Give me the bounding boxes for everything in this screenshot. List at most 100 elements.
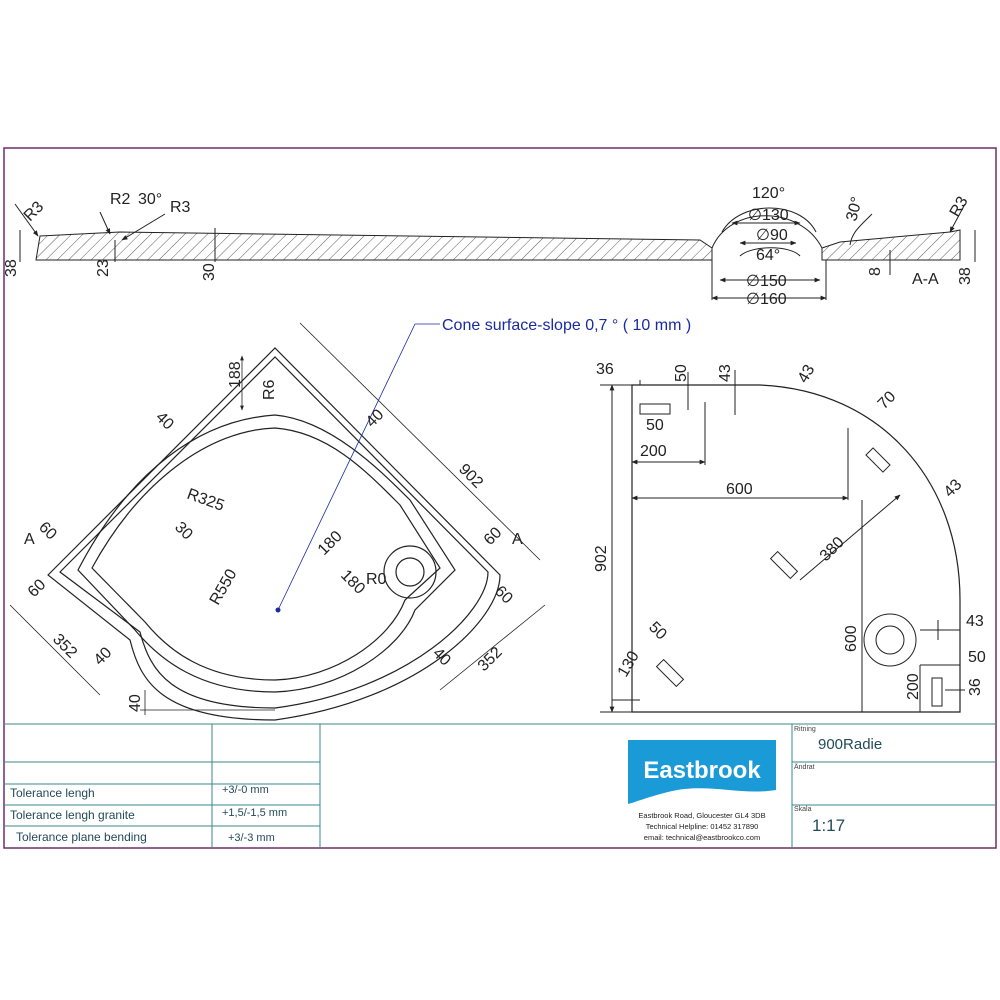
dim-r3-left: R3 (21, 198, 48, 225)
eastbrook-logo: Eastbrook (628, 740, 776, 804)
dim-43-r2: 43 (966, 613, 984, 630)
template-view (600, 370, 965, 713)
dim-r325: R325 (185, 486, 227, 515)
tolerance-value-3: +3/-3 mm (228, 832, 275, 844)
dim-60-r2: 60 (491, 583, 516, 608)
dim-50-small: 50 (646, 417, 664, 434)
template-drain-outer (863, 613, 917, 667)
template-drain-inner (875, 625, 905, 655)
section-label: A-A (912, 271, 939, 288)
dim-180-b: 180 (337, 567, 368, 598)
dim-h8: 8 (867, 267, 884, 276)
dim-h30: 30 (201, 263, 218, 281)
company-info: Eastbrook Road, Gloucester GL4 3DB Techn… (612, 810, 792, 843)
dim-43-arc: 43 (795, 362, 819, 386)
dim-30: 30 (171, 519, 196, 544)
field-label-2: Skala (794, 806, 812, 813)
drawing-frame (3, 147, 997, 849)
dim-r550: R550 (207, 566, 241, 608)
dim-50-r2: 50 (968, 649, 986, 666)
dim-36-top: 36 (596, 361, 614, 378)
dim-43-top: 43 (717, 364, 734, 382)
drain-outer (383, 545, 437, 599)
template-slot-3 (865, 447, 891, 473)
dim-d160: ∅160 (746, 291, 787, 308)
section-mark-right: A (512, 531, 523, 548)
dim-40-br: 40 (429, 645, 454, 670)
dim-43-right: 43 (941, 476, 966, 501)
company-email: email: technical@eastbrookco.com (643, 833, 761, 842)
dim-600-v: 600 (843, 625, 860, 652)
section-dim-labels: R3 R2 30° R3 38 23 30 120° ∅130 ∅90 64° … (3, 185, 974, 308)
tolerance-label-3: Tolerance plane bending (16, 830, 147, 844)
tolerance-label-2: Tolerance lengh granite (10, 808, 135, 822)
scale-value: 1:17 (812, 816, 846, 835)
title-block-grid (4, 723, 996, 848)
dim-angle-64: 64° (756, 247, 780, 264)
field-label-3: Ritning (794, 726, 816, 733)
dim-902-v: 902 (593, 545, 610, 572)
dim-angle-30-right: 30° (843, 195, 866, 223)
dim-40-tr: 40 (363, 406, 388, 431)
tray-outline (47, 347, 501, 721)
template-slot-1 (639, 403, 671, 415)
dim-r0: R0 (366, 571, 387, 588)
dim-angle-30-left: 30° (138, 191, 162, 208)
company-helpline: Technical Helpline: 01452 317890 (645, 822, 759, 831)
dim-352-right: 352 (475, 644, 506, 675)
tolerance-value-1: +3/-0 mm (222, 784, 269, 796)
plan-callout: Cone surface-slope 0,7 ° ( 10 mm ) (275, 317, 691, 613)
dim-380: 380 (817, 534, 848, 565)
template-slot-4 (769, 550, 799, 580)
dim-d130: ∅130 (748, 207, 789, 224)
plan-view (9, 322, 546, 721)
dim-50-top: 50 (673, 364, 690, 382)
template-outline (631, 384, 961, 713)
dim-r6: R6 (261, 379, 278, 400)
product-name: 900Radie (818, 736, 883, 753)
dim-40-bl: 40 (91, 644, 116, 669)
field-label-1: Ändrat (794, 764, 815, 771)
dim-angle-120: 120° (752, 185, 785, 202)
dim-188: 188 (227, 361, 244, 388)
template-slot-2 (931, 677, 943, 707)
dim-d150: ∅150 (746, 273, 787, 290)
dim-50-bl: 50 (645, 619, 670, 644)
dim-180-a: 180 (315, 528, 346, 559)
dim-h23: 23 (95, 259, 112, 277)
section-drain-cone (711, 215, 823, 249)
logo-text: Eastbrook (643, 757, 761, 784)
section-profile-left (35, 231, 713, 261)
dim-352-left: 352 (49, 631, 80, 662)
dim-600-h: 600 (726, 481, 753, 498)
dim-40-bottom: 40 (127, 694, 144, 712)
dim-200-v: 200 (905, 673, 922, 700)
section-view (14, 203, 976, 301)
template-dim-labels: 36 50 43 43 70 50 200 600 43 902 380 50 … (593, 361, 986, 700)
dim-60-l1: 60 (35, 519, 60, 544)
dim-r3-mid: R3 (170, 199, 191, 216)
tolerance-label-1: Tolerance lengh (10, 786, 95, 800)
section-profile-right (821, 229, 961, 261)
cone-slope-callout: Cone surface-slope 0,7 ° ( 10 mm ) (442, 317, 691, 334)
dim-60-l2: 60 (25, 576, 50, 601)
plan-dim-labels: 188 R6 40 40 902 R325 30 R550 A 60 60 35… (24, 361, 523, 712)
dim-36-r2: 36 (967, 678, 984, 696)
company-address: Eastbrook Road, Gloucester GL4 3DB (638, 811, 766, 820)
dim-h38-left: 38 (3, 259, 20, 277)
dim-200-top: 200 (640, 443, 667, 460)
tolerance-value-2: +1,5/-1,5 mm (222, 807, 288, 819)
dim-902: 902 (455, 461, 486, 492)
section-mark-left: A (24, 531, 35, 548)
dim-r2: R2 (110, 191, 131, 208)
dim-60-r1: 60 (481, 524, 506, 549)
template-slot-5 (655, 658, 685, 688)
dim-r3-right: R3 (947, 194, 972, 220)
dim-h38-right: 38 (957, 267, 974, 285)
dim-40-tl: 40 (152, 409, 177, 434)
dim-130: 130 (615, 648, 643, 680)
drain-inner (395, 557, 425, 587)
dim-70: 70 (875, 388, 900, 413)
dim-d90: ∅90 (756, 227, 788, 244)
